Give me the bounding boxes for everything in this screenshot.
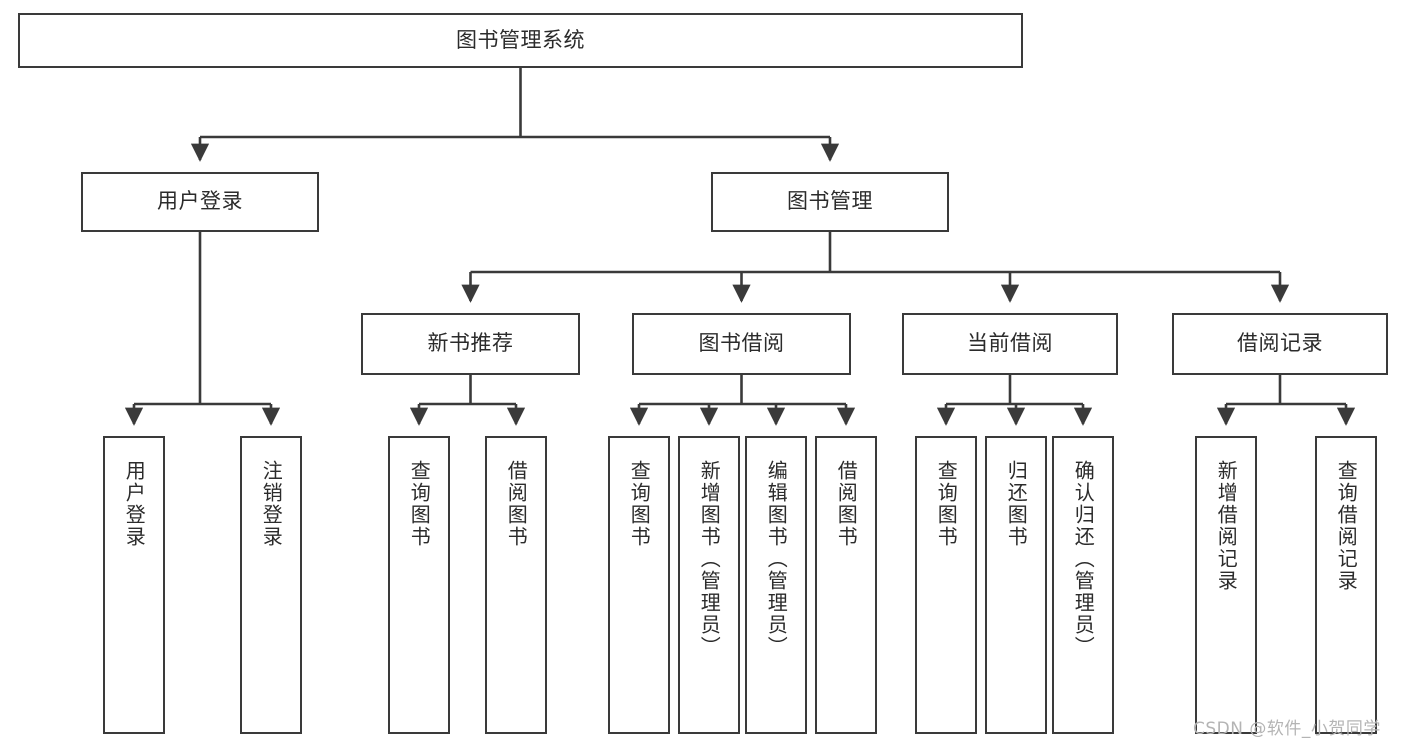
node-label: 查询图书 xyxy=(407,460,432,548)
node-label: 查询图书 xyxy=(934,460,959,548)
node-root[interactable]: 图书管理系统 xyxy=(18,13,1023,68)
node-label: 图书管理 xyxy=(787,189,873,214)
leaf-borrow-book-2[interactable]: 借阅图书 xyxy=(815,436,877,734)
leaf-user-login[interactable]: 用户登录 xyxy=(103,436,165,734)
leaf-query-book-3[interactable]: 查询图书 xyxy=(915,436,977,734)
node-label: 图书管理系统 xyxy=(456,27,585,52)
leaf-add-record[interactable]: 新增借阅记录 xyxy=(1195,436,1257,734)
node-label: 新增图书（管理员） xyxy=(697,460,722,658)
leaf-confirm-return[interactable]: 确认归还（管理员） xyxy=(1052,436,1114,734)
node-label: 用户登录 xyxy=(122,460,147,548)
leaf-query-book-1[interactable]: 查询图书 xyxy=(388,436,450,734)
node-new-book-rec[interactable]: 新书推荐 xyxy=(361,313,580,375)
csdn-watermark: CSDN @软件_小贺同学 xyxy=(1193,719,1381,739)
node-label: 新增借阅记录 xyxy=(1214,460,1239,592)
node-label: 查询图书 xyxy=(627,460,652,548)
leaf-edit-book[interactable]: 编辑图书（管理员） xyxy=(745,436,807,734)
node-label: 借阅图书 xyxy=(834,460,859,548)
leaf-borrow-book-1[interactable]: 借阅图书 xyxy=(485,436,547,734)
node-label: 编辑图书（管理员） xyxy=(764,460,789,658)
node-book-manage[interactable]: 图书管理 xyxy=(711,172,949,232)
node-label: 查询借阅记录 xyxy=(1334,460,1359,592)
node-label: 图书借阅 xyxy=(698,331,785,356)
node-label: 用户登录 xyxy=(157,189,243,214)
leaf-query-book-2[interactable]: 查询图书 xyxy=(608,436,670,734)
node-label: 当前借阅 xyxy=(967,331,1053,356)
leaf-add-book[interactable]: 新增图书（管理员） xyxy=(678,436,740,734)
leaf-logout[interactable]: 注销登录 xyxy=(240,436,302,734)
node-current-borrow[interactable]: 当前借阅 xyxy=(902,313,1118,375)
node-user-login[interactable]: 用户登录 xyxy=(81,172,319,232)
node-label: 确认归还（管理员） xyxy=(1071,460,1096,658)
leaf-query-record[interactable]: 查询借阅记录 xyxy=(1315,436,1377,734)
node-label: 注销登录 xyxy=(259,460,284,548)
node-book-borrow[interactable]: 图书借阅 xyxy=(632,313,851,375)
node-label: 归还图书 xyxy=(1004,460,1029,548)
leaf-return-book[interactable]: 归还图书 xyxy=(985,436,1047,734)
node-borrow-record[interactable]: 借阅记录 xyxy=(1172,313,1388,375)
node-label: 借阅记录 xyxy=(1237,331,1323,356)
node-label: 借阅图书 xyxy=(504,460,529,548)
node-label: 新书推荐 xyxy=(427,331,514,356)
